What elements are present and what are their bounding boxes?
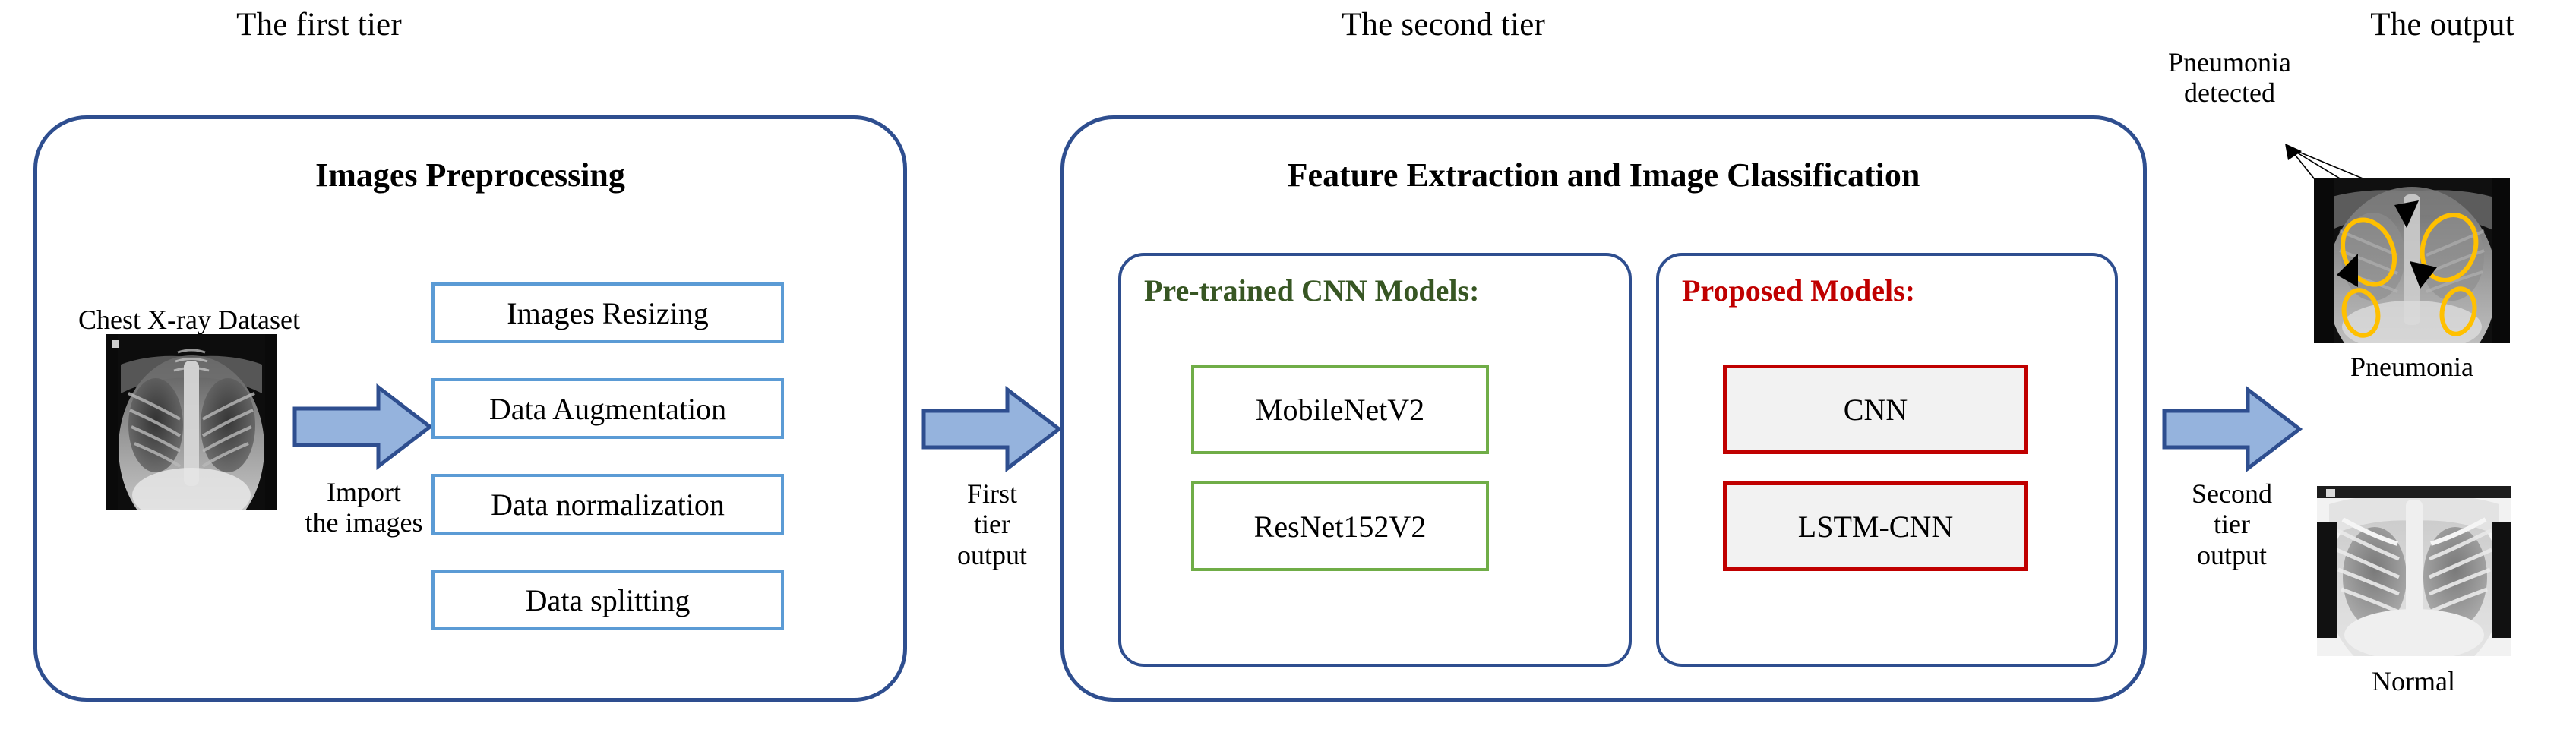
step-label: Data Augmentation [488,391,727,426]
first-tier-output-label: First tier output [956,478,1027,570]
output-xray-pneumonia [2314,178,2510,343]
first-tier-heading: Images Preprocessing [315,156,625,194]
right-block-arrow-icon [292,383,433,471]
import-arrow-label: Import the images [305,477,423,538]
model-box-mobilenetv2[interactable]: MobileNetV2 [1191,365,1489,454]
dataset-label: Chest X-ray Dataset [78,305,300,335]
step-label: Data normalization [491,487,725,522]
step-label: Data splitting [525,582,691,617]
second-tier-heading: Feature Extraction and Image Classificat… [1287,156,1920,194]
model-box-cnn[interactable]: CNN [1723,365,2028,454]
step-box-data-normalization[interactable]: Data normalization [431,474,784,535]
step-box-data-augmentation[interactable]: Data Augmentation [431,378,784,439]
model-box-lstm-cnn[interactable]: LSTM-CNN [1723,481,2028,571]
xray-image-normal [2317,486,2511,656]
xray-image-pneumonia [2314,178,2510,343]
first-tier-output-arrow [921,383,1062,475]
dataset-xray-thumbnail [106,334,277,510]
panel-pretrained-cnn-models: Pre-trained CNN Models: [1118,253,1632,667]
model-label: LSTM-CNN [1797,509,1954,544]
first-tier-caption: The first tier [236,7,402,43]
second-tier-output-label: Second tier output [2192,478,2272,570]
model-label: CNN [1843,392,1908,427]
second-tier-output-arrow [2161,383,2303,475]
second-tier-caption: The second tier [1341,7,1546,43]
import-arrow [292,381,433,472]
step-box-data-splitting[interactable]: Data splitting [431,570,784,630]
output-xray-normal [2317,486,2511,656]
right-block-arrow-icon [921,385,1062,473]
model-label: ResNet152V2 [1253,509,1427,544]
xray-image-input [106,334,277,510]
right-block-arrow-icon [2162,385,2303,473]
output-caption-pneumonia: Pneumonia [2350,352,2473,382]
panel-proposed-models: Proposed Models: [1656,253,2118,667]
panel-title-proposed: Proposed Models: [1682,273,1916,308]
model-label: MobileNetV2 [1255,392,1425,427]
step-box-images-resizing[interactable]: Images Resizing [431,282,784,343]
pneumonia-detected-annotation: Pneumonia detected [2168,47,2291,109]
panel-title-pretrained: Pre-trained CNN Models: [1144,273,1480,308]
output-caption-normal: Normal [2372,666,2455,696]
output-caption: The output [2370,7,2514,43]
model-box-resnet152v2[interactable]: ResNet152V2 [1191,481,1489,571]
step-label: Images Resizing [507,295,709,330]
